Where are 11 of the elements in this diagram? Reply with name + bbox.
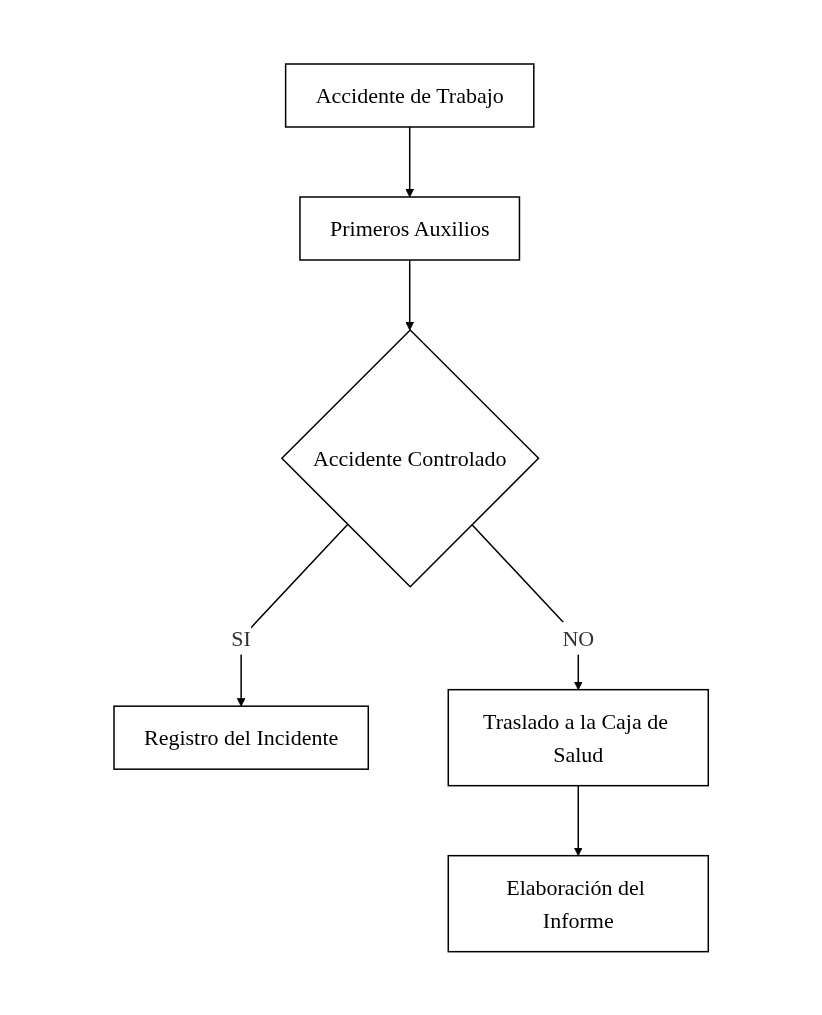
arrow	[405, 125, 414, 198]
node-box: Traslado a la Caja de Salud	[447, 688, 709, 787]
edge-label: NO	[562, 625, 595, 651]
node-box: Registro del Incidente	[113, 705, 369, 770]
edge-label: SI	[231, 625, 251, 651]
node-diamond: Accidente Controlado	[280, 328, 540, 588]
arrow	[405, 258, 414, 331]
node-box: Accidente de Trabajo	[284, 62, 535, 128]
node-box: Primeros Auxilios	[299, 195, 521, 261]
arrow	[573, 784, 583, 856]
node-box: Elaboración del Informe	[447, 854, 709, 953]
